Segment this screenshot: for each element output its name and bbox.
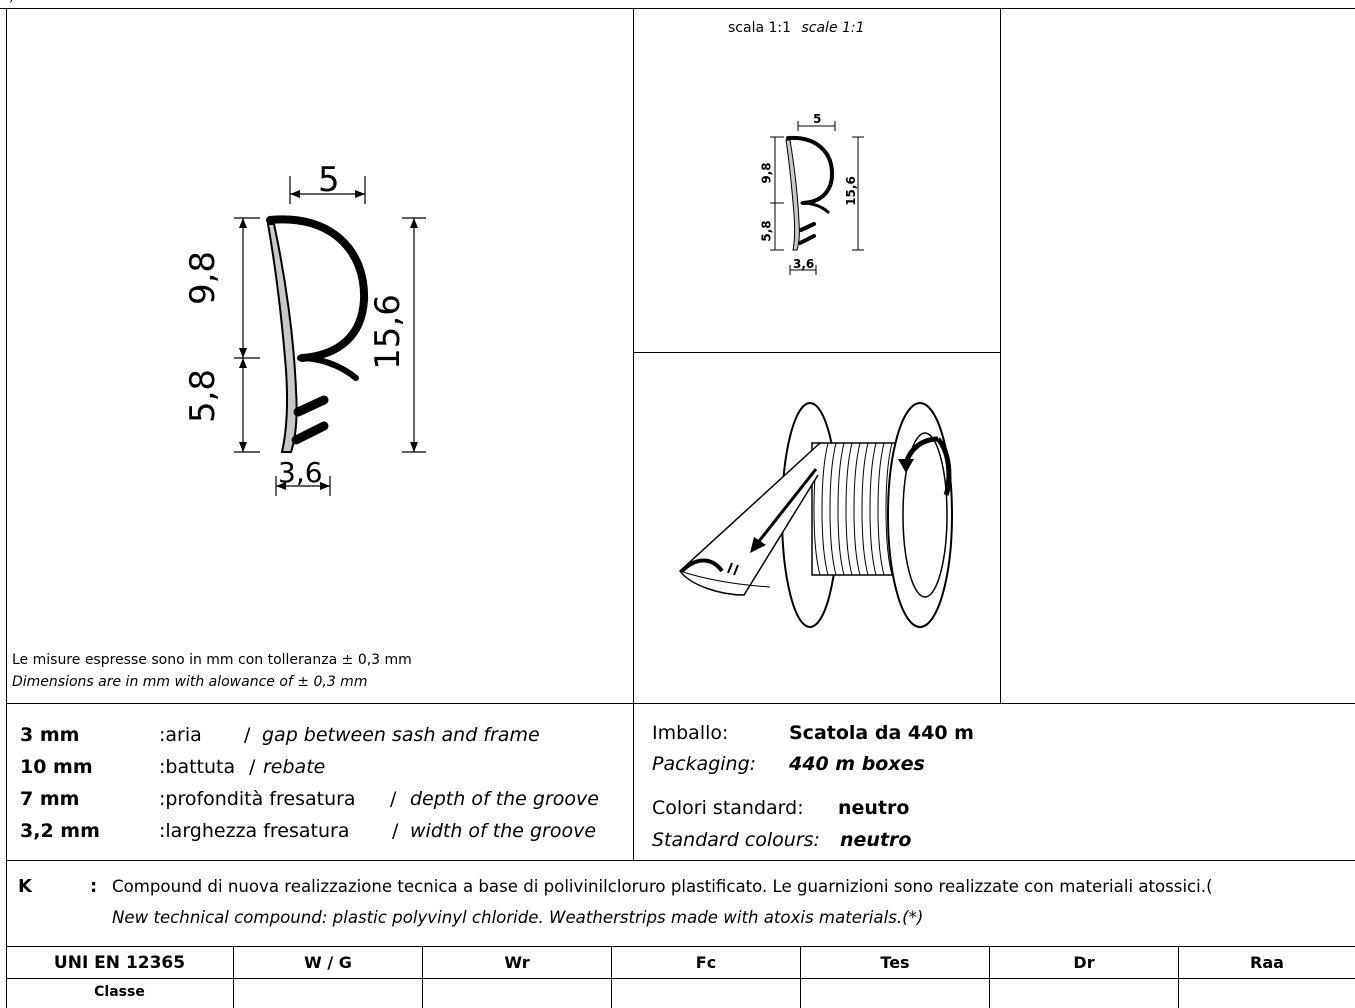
dimension-base-large: 3,6 <box>278 456 323 489</box>
tolerance-note-en: Dimensions are in mm with alowance of ± … <box>12 674 368 690</box>
packaging-value-en: 440 m boxes <box>789 753 925 775</box>
scale-label-it: scala 1:1 <box>728 20 792 36</box>
dimension-upper-large: 9,8 <box>183 250 224 306</box>
packaging-value-it: Scatola da 440 m <box>789 722 974 744</box>
profile-drawing-small <box>770 121 864 275</box>
compound-text-en: New technical compound: plastic polyviny… <box>112 908 924 927</box>
table-col-divider <box>800 946 801 1008</box>
spec-value: 3,2 mm <box>20 820 100 842</box>
dimension-upper-small: 9,8 <box>759 162 774 184</box>
top-border <box>0 8 1355 9</box>
spec-label-it: :larghezza fresatura <box>159 820 350 842</box>
spec-value: 7 mm <box>20 788 80 810</box>
colours-label-en: Standard colours: <box>652 829 820 851</box>
colours-value-en: neutro <box>840 829 912 851</box>
top-fragment-text: , <box>10 0 14 5</box>
divider-specs-compound <box>6 860 1355 861</box>
spec-label-en: width of the groove <box>410 820 597 842</box>
spec-label-en: rebate <box>263 756 326 778</box>
dimension-top-large: 5 <box>318 160 340 200</box>
dimension-base-small: 3,6 <box>793 257 815 271</box>
table-col-divider <box>233 946 234 1008</box>
spec-value: 10 mm <box>20 756 93 778</box>
spec-separator: / <box>392 820 399 842</box>
table-header-tes: Tes <box>880 953 910 972</box>
tolerance-note-it: Le misure espresse sono in mm con toller… <box>12 652 412 668</box>
spec-label-it: :profondità fresatura <box>159 788 356 810</box>
spec-label-en: gap between sash and frame <box>262 724 540 746</box>
table-row-label-classe: Classe <box>94 984 145 1000</box>
compound-text-it: Compound di nuova realizzazione tecnica … <box>112 877 1213 896</box>
divider-compound-table <box>6 946 1355 947</box>
scale-label: scala 1:1 scale 1:1 <box>728 20 865 36</box>
divider-small-drawing <box>633 352 1001 353</box>
table-col-divider <box>989 946 990 1008</box>
table-header-fc: Fc <box>695 953 717 972</box>
compound-code: K <box>18 876 32 897</box>
table-header-wr: Wr <box>504 953 530 972</box>
packaging-label-it: Imballo: <box>652 722 729 744</box>
compound-colon: : <box>90 876 98 897</box>
left-border <box>6 8 7 1008</box>
spec-label-it: :aria <box>159 724 202 746</box>
spool-icon <box>679 402 953 628</box>
table-header-wg: W / G <box>304 953 352 972</box>
divider-right <box>1000 8 1001 703</box>
divider-drawing-specs <box>6 703 1355 704</box>
table-col-divider <box>422 946 423 1008</box>
colours-label-it: Colori standard: <box>652 797 804 819</box>
profile-drawing-large <box>234 176 426 496</box>
divider-main <box>633 8 634 860</box>
dimension-height-small: 15,6 <box>843 176 858 206</box>
table-header-standard: UNI EN 12365 <box>53 952 186 973</box>
spec-separator: / <box>244 724 251 746</box>
dimension-lower-small: 5,8 <box>759 220 774 242</box>
table-col-divider <box>1178 946 1179 1008</box>
spec-label-en: depth of the groove <box>410 788 599 810</box>
table-col-divider <box>611 946 612 1008</box>
table-header-raa: Raa <box>1250 953 1284 972</box>
dimension-height-large: 15,6 <box>367 294 408 370</box>
spec-separator: / <box>249 756 256 778</box>
scale-label-en: scale 1:1 <box>801 20 865 36</box>
dimension-lower-large: 5,8 <box>183 368 224 424</box>
packaging-label-en: Packaging: <box>652 753 757 775</box>
spec-value: 3 mm <box>20 724 80 746</box>
spec-separator: / <box>390 788 397 810</box>
spec-label-it: :battuta <box>159 756 236 778</box>
table-header-dr: Dr <box>1073 953 1095 972</box>
table-row-divider <box>6 978 1355 979</box>
colours-value-it: neutro <box>838 797 910 819</box>
dimension-top-small: 5 <box>813 112 822 126</box>
